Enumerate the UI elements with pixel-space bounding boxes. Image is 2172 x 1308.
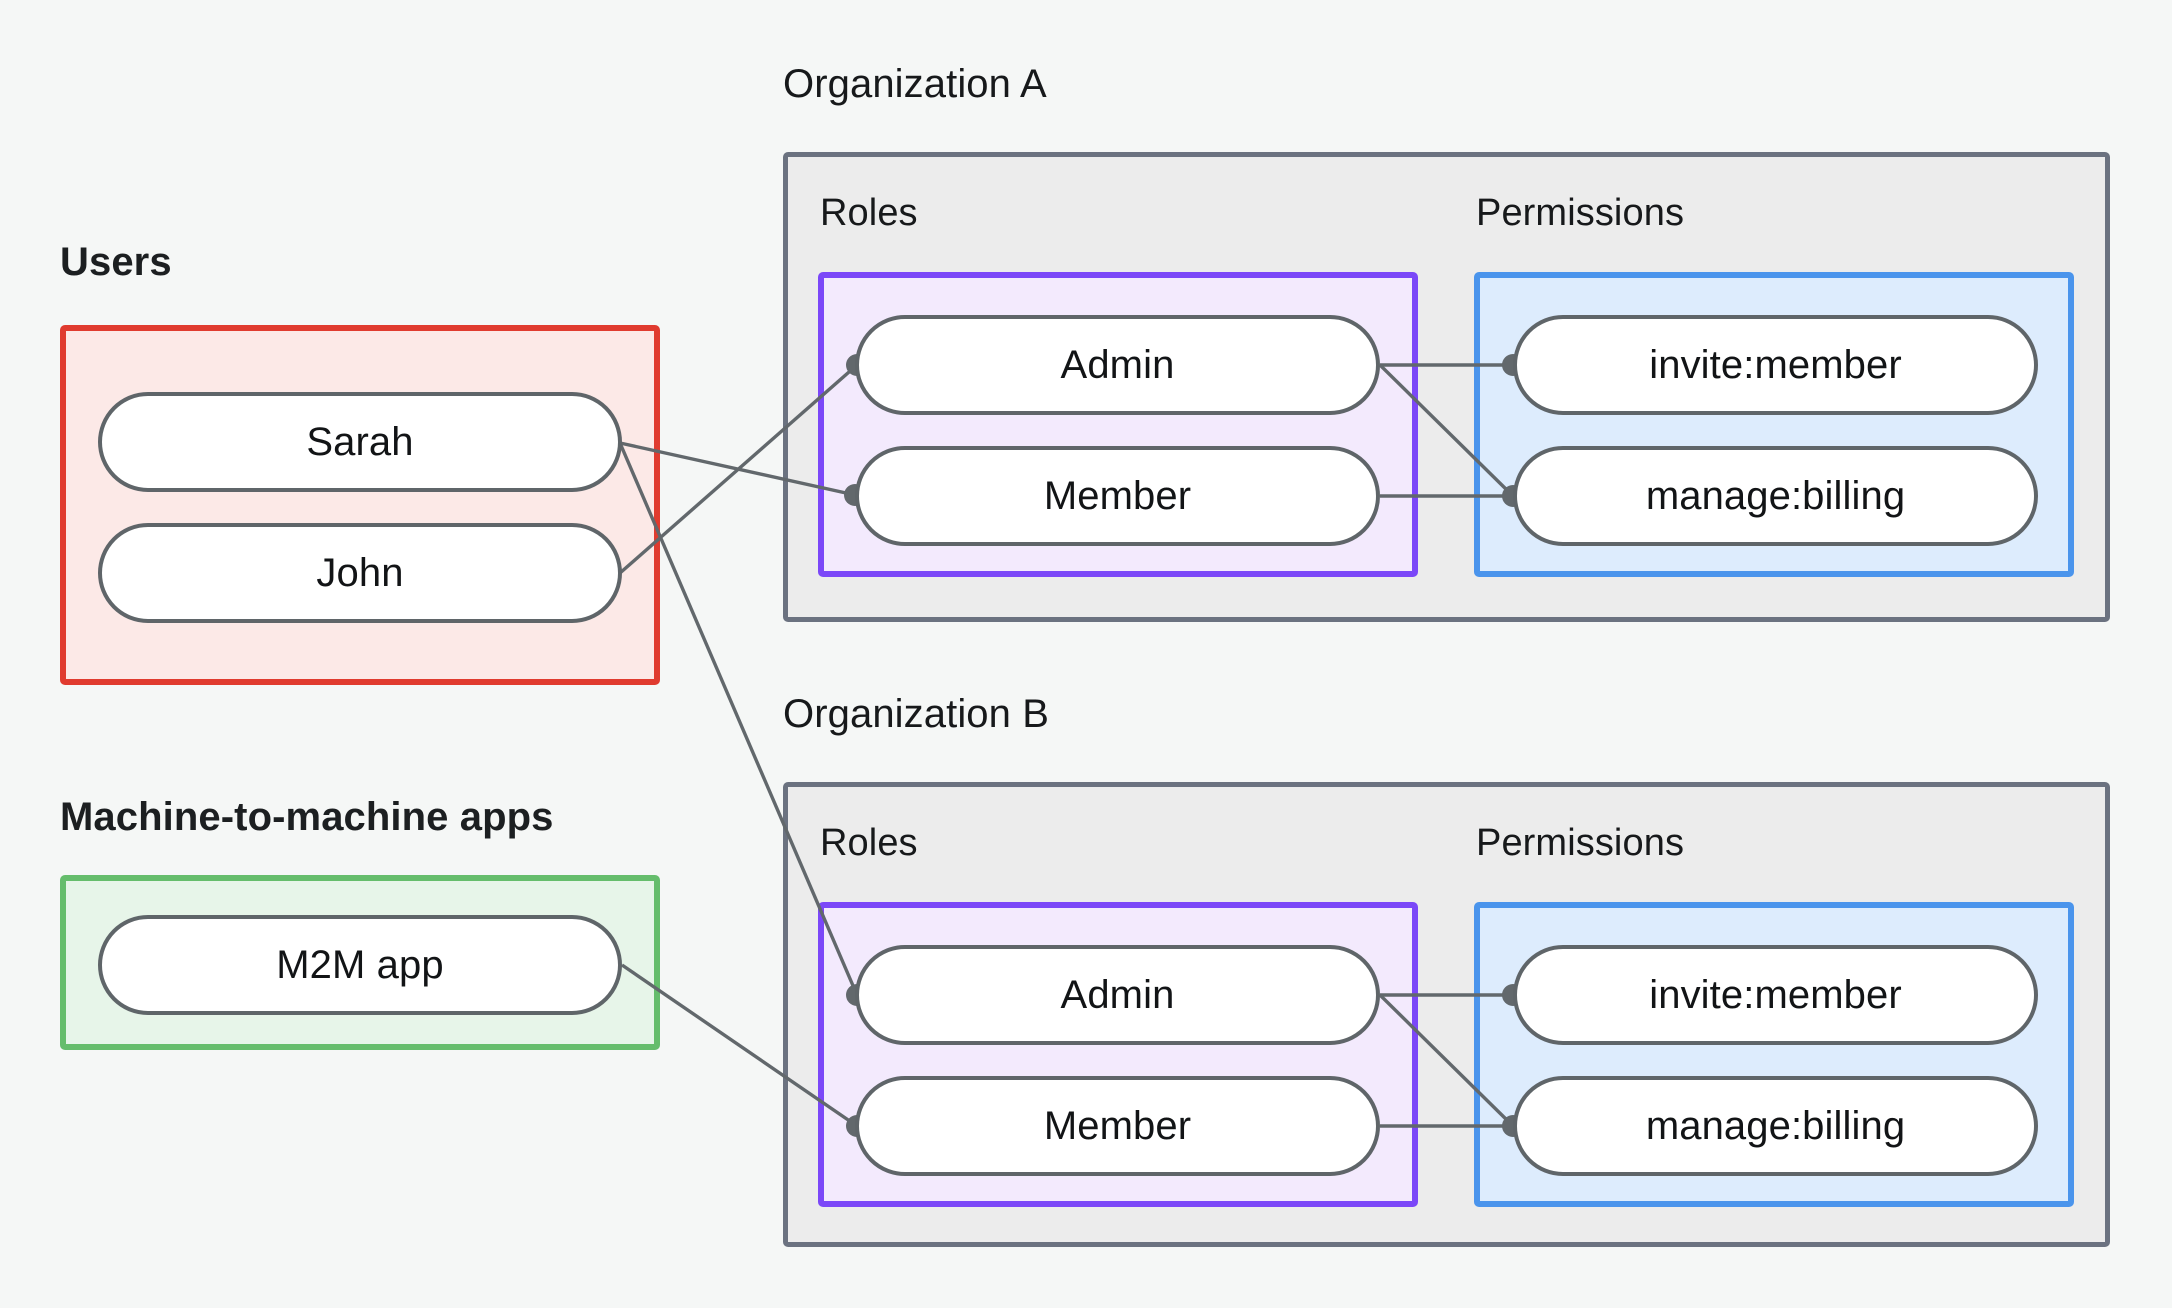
user-node-sarah-label: Sarah: [306, 419, 414, 464]
user-node-john-label: John: [316, 550, 404, 595]
organization-a-permission-manage-billing-label: manage:billing: [1645, 473, 1906, 518]
organization-a-permission-manage-billing[interactable]: manage:billing: [1513, 446, 2038, 546]
organization-a-permission-invite-member[interactable]: invite:member: [1513, 315, 2038, 415]
organization-b-role-admin-label: Admin: [1060, 972, 1175, 1017]
organization-b-role-member-label: Member: [1043, 1103, 1192, 1148]
organization-a-role-admin-label: Admin: [1060, 342, 1175, 387]
organization-a-permission-invite-member-label: invite:member: [1649, 342, 1902, 387]
organization-a-role-member[interactable]: Member: [855, 446, 1380, 546]
organization-b-roles-label: Roles: [820, 822, 918, 864]
organization-b-permission-manage-billing[interactable]: manage:billing: [1513, 1076, 2038, 1176]
m2m-node-app[interactable]: M2M app: [98, 915, 622, 1015]
organization-a-roles-label: Roles: [820, 192, 918, 234]
organization-b-role-admin[interactable]: Admin: [855, 945, 1380, 1045]
organization-a-role-admin[interactable]: Admin: [855, 315, 1380, 415]
users-group-label: Users: [60, 240, 172, 284]
organization-a-permissions-label: Permissions: [1476, 192, 1685, 234]
organization-b-role-member[interactable]: Member: [855, 1076, 1380, 1176]
organization-b-label: Organization B: [783, 692, 1049, 736]
user-node-john[interactable]: John: [98, 523, 622, 623]
organization-b-permissions-label: Permissions: [1476, 822, 1685, 864]
m2m-group-label: Machine-to-machine apps: [60, 795, 554, 839]
organization-b-permission-manage-billing-label: manage:billing: [1645, 1103, 1906, 1148]
organization-a-label: Organization A: [783, 62, 1047, 106]
m2m-node-app-label: M2M app: [276, 942, 444, 987]
users-group-box: [60, 325, 660, 685]
organization-b-permission-invite-member[interactable]: invite:member: [1513, 945, 2038, 1045]
user-node-sarah[interactable]: Sarah: [98, 392, 622, 492]
organization-a-role-member-label: Member: [1043, 473, 1192, 518]
organization-b-permission-invite-member-label: invite:member: [1649, 972, 1902, 1017]
